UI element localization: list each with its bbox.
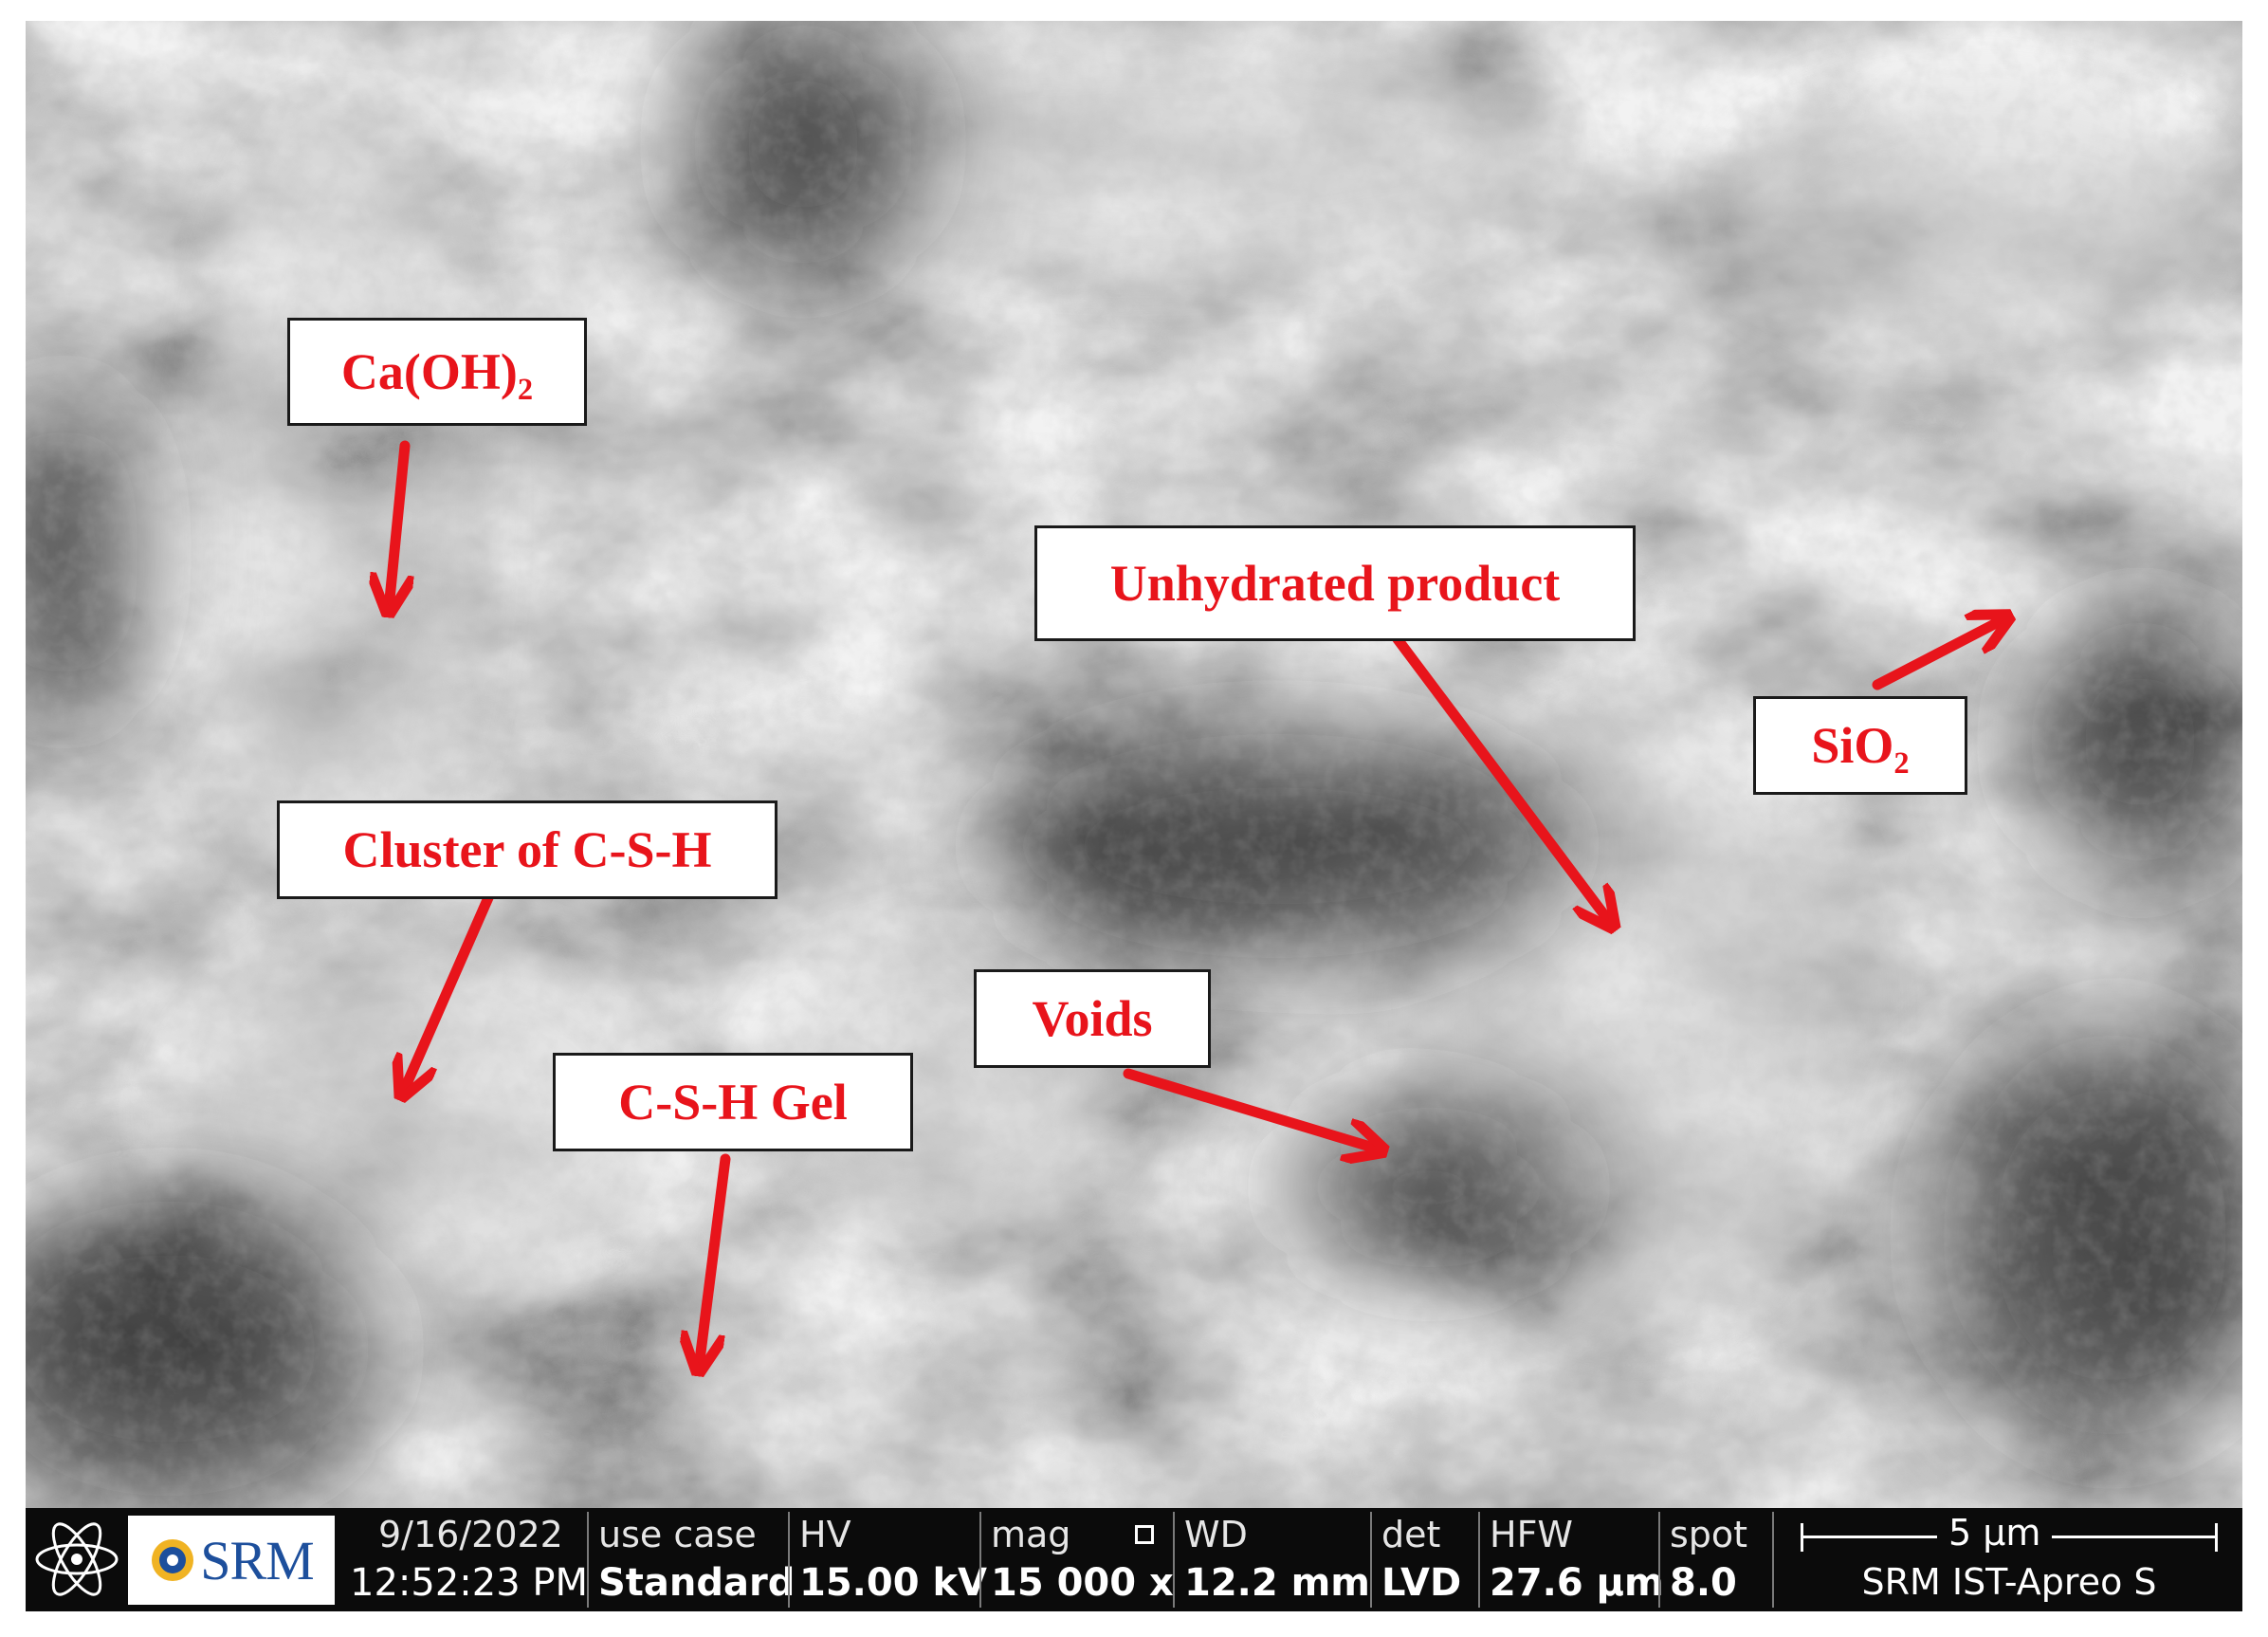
divider [1658, 1512, 1660, 1608]
wd-value: 12.2 mm [1184, 1561, 1370, 1605]
scale-label: 5 µm [1937, 1512, 2053, 1554]
frame-square-icon [1135, 1525, 1154, 1544]
spot-label: spot [1670, 1514, 1748, 1555]
label-voids: Voids [974, 969, 1211, 1068]
hfw-label: HFW [1490, 1514, 1574, 1555]
label-caoh: Ca(OH)₂ [287, 318, 587, 426]
date-value: 9/16/2022 [378, 1514, 563, 1555]
label-csh-gel: C-S-H Gel [553, 1053, 913, 1151]
arrow-cluster [403, 888, 496, 1093]
time-value: 12:52:23 PM [350, 1561, 588, 1605]
atom-icon [31, 1514, 122, 1605]
divider [1370, 1512, 1372, 1608]
annotation-arrows [26, 440, 2242, 1508]
use-case-label: use case [598, 1514, 757, 1555]
det-label: det [1381, 1514, 1441, 1555]
arrow-csh-gel [699, 1153, 731, 1368]
mag-value: 15 000 x [991, 1561, 1174, 1605]
label-sio2: SiO₂ [1753, 696, 1967, 795]
wd-label: WD [1184, 1514, 1248, 1555]
sem-image-frame: Ca(OH)₂ Unhydrated product SiO₂ Cluster … [26, 21, 2242, 1611]
srm-logo: SRM [128, 1516, 335, 1605]
scale-cell: 5 µm SRM IST-Apreo S [1785, 1508, 2233, 1611]
label-unhydrated-product: Unhydrated product [1034, 525, 1636, 641]
logo-text: SRM [200, 1529, 315, 1591]
use-case-value: Standard [598, 1561, 796, 1605]
divider [979, 1512, 981, 1608]
mag-label: mag [991, 1514, 1071, 1555]
arrow-caoh [389, 440, 405, 609]
divider [1173, 1512, 1175, 1608]
srm-emblem-icon [152, 1539, 194, 1581]
hv-value: 15.00 kV [799, 1561, 988, 1605]
sem-info-bar: SRM 9/16/2022 12:52:23 PM use case Stand… [26, 1508, 2242, 1611]
divider [788, 1512, 790, 1608]
arrow-sio2 [1872, 618, 2005, 690]
spot-value: 8.0 [1670, 1561, 1737, 1605]
label-cluster-of-csh: Cluster of C-S-H [277, 800, 777, 899]
divider [587, 1512, 589, 1608]
hv-label: HV [799, 1514, 851, 1555]
divider [1478, 1512, 1480, 1608]
det-value: LVD [1381, 1561, 1462, 1605]
hfw-value: 27.6 µm [1490, 1561, 1664, 1605]
instrument-name: SRM IST-Apreo S [1861, 1561, 2157, 1603]
arrow-unhydrated [1392, 634, 1611, 924]
arrow-voids [1123, 1068, 1380, 1150]
divider [1772, 1512, 1774, 1608]
